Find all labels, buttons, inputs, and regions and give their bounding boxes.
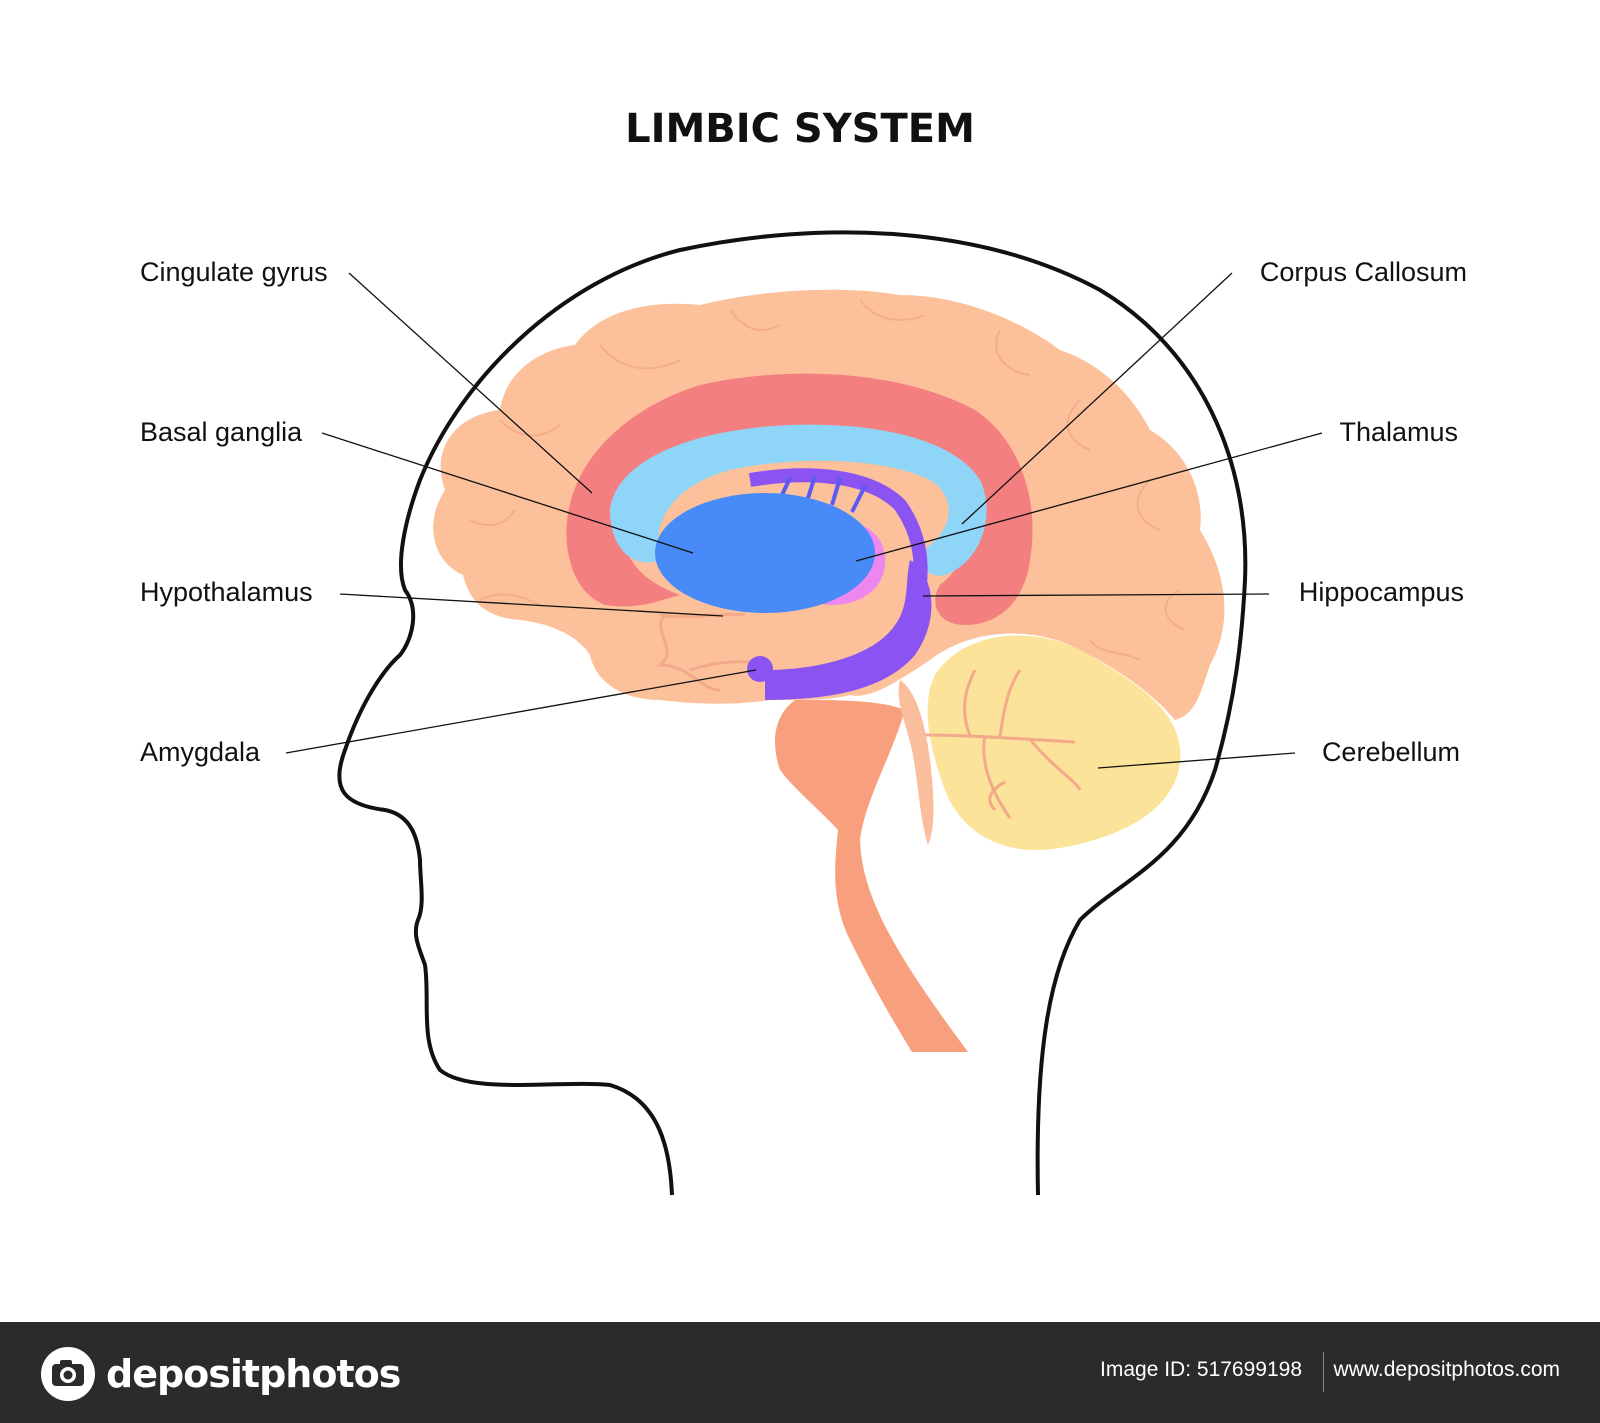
amygdala: [747, 656, 773, 682]
leader-amygdala: [285, 669, 757, 754]
leader-hippocampus: [922, 593, 1270, 597]
image-id: Image ID: 517699198: [1100, 1358, 1302, 1381]
head-outline: [337, 230, 1248, 1196]
label-hippocampus: Hippocampus: [1299, 577, 1464, 607]
label-basal-ganglia: Basal ganglia: [140, 417, 303, 447]
leader-thalamus: [855, 432, 1323, 562]
footer-divider: [1323, 1352, 1324, 1392]
label-cerebellum: Cerebellum: [1322, 737, 1460, 767]
leader-hypothalamus: [339, 593, 724, 617]
hippocampus: [765, 560, 932, 700]
basal-ganglia: [655, 493, 875, 613]
brand-name: depositphotos: [106, 1352, 401, 1396]
website-link[interactable]: www.depositphotos.com: [1333, 1358, 1560, 1381]
brainstem: [775, 700, 968, 1052]
corpus-callosum: [610, 424, 987, 576]
cerebellum: [924, 635, 1181, 851]
leader-cerebellum: [1097, 752, 1296, 769]
cingulate-gyrus: [566, 373, 1033, 625]
limbic-system-diagram: LIMBIC SYSTEM: [140, 106, 1467, 1196]
label-cingulate-gyrus: Cingulate gyrus: [140, 257, 328, 287]
pons-connector: [898, 680, 934, 845]
leader-cingulate-gyrus: [348, 272, 593, 494]
footer-bar: depositphotos Image ID: 517699198 www.de…: [0, 1322, 1600, 1423]
leader-corpus-callosum: [961, 272, 1233, 525]
leader-basal-ganglia: [321, 432, 694, 554]
leader-lines: [285, 272, 1323, 769]
camera-logo-icon: [41, 1347, 95, 1401]
label-amygdala: Amygdala: [140, 737, 261, 767]
diagram-title: LIMBIC SYSTEM: [625, 106, 975, 152]
label-corpus-callosum: Corpus Callosum: [1260, 257, 1467, 287]
brand[interactable]: depositphotos: [40, 1346, 401, 1402]
label-thalamus: Thalamus: [1339, 417, 1458, 447]
label-hypothalamus: Hypothalamus: [140, 577, 313, 607]
